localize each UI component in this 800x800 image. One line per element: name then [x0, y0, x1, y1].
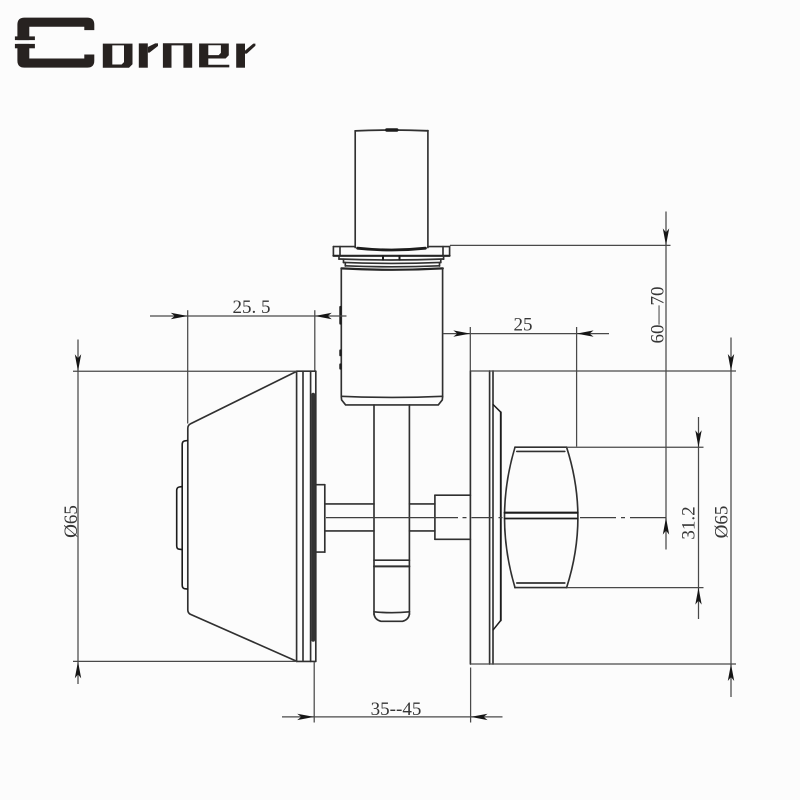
svg-text:60—70: 60—70 [648, 287, 669, 344]
svg-text:25: 25 [514, 315, 533, 336]
svg-text:35--45: 35--45 [371, 699, 422, 720]
svg-text:Ø65: Ø65 [712, 506, 733, 539]
svg-text:Ø65: Ø65 [61, 505, 82, 538]
svg-text:25. 5: 25. 5 [233, 297, 271, 318]
svg-text:31.2: 31.2 [679, 506, 700, 539]
